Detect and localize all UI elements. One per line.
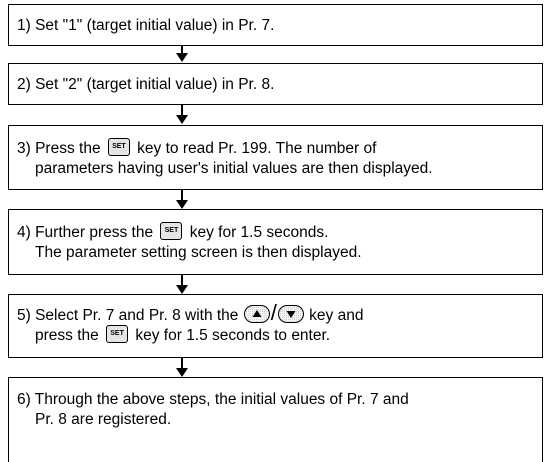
up-arrow-key-icon	[243, 304, 270, 323]
step-5-line-2: press the SET key for 1.5 seconds to ent…	[17, 324, 542, 346]
step-3-box: 3) Press the SET key to read Pr. 199. Th…	[8, 125, 543, 190]
flow-arrow-3	[175, 190, 189, 209]
step-2-text: 2) Set "2" (target initial value) in Pr.…	[17, 76, 275, 93]
step-3-line-1: 3) Press the SET key to read Pr. 199. Th…	[17, 137, 542, 159]
flow-arrow-1	[175, 46, 189, 62]
flow-arrow-4	[175, 275, 189, 294]
set-key-icon: SET	[106, 324, 129, 343]
set-key-icon: SET	[107, 137, 130, 156]
step-6-box: 6) Through the above steps, the initial …	[8, 377, 543, 462]
flow-arrow-5	[175, 358, 189, 377]
step-5-line-1: 5) Select Pr. 7 and Pr. 8 with the / key…	[17, 299, 364, 325]
step-4-line-1: 4) Further press the SET key for 1.5 sec…	[17, 221, 542, 243]
step-4-line-2: The parameter setting screen is then dis…	[35, 244, 362, 261]
flow-arrow-2	[175, 105, 189, 124]
step-6-line-2: Pr. 8 are registered.	[35, 411, 172, 428]
step-4-box: 4) Further press the SET key for 1.5 sec…	[8, 209, 543, 275]
down-arrow-key-icon	[277, 304, 304, 323]
step-6-line-1: 6) Through the above steps, the initial …	[17, 391, 409, 408]
step-3-line-2: parameters having user's initial values …	[35, 160, 433, 177]
step-5-box: 5) Select Pr. 7 and Pr. 8 with the / key…	[8, 294, 543, 358]
key-separator: /	[270, 299, 277, 325]
step-1-text: 1) Set "1" (target initial value) in Pr.…	[17, 17, 275, 34]
set-key-icon: SET	[160, 221, 183, 240]
step-1-box: 1) Set "1" (target initial value) in Pr.…	[8, 4, 543, 46]
step-2-box: 2) Set "2" (target initial value) in Pr.…	[8, 63, 543, 105]
